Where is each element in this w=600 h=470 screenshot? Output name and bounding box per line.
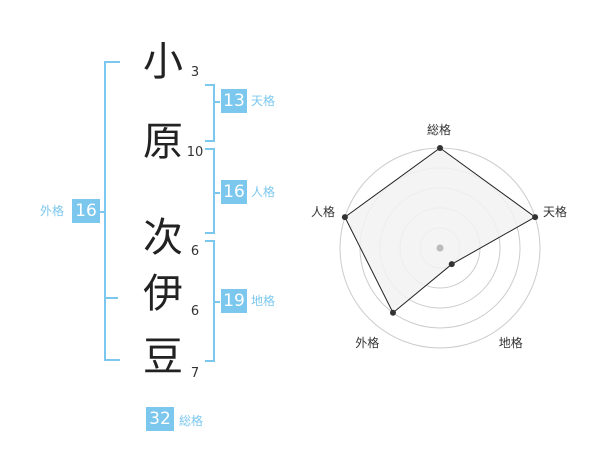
gaikaku-bracket [104,61,120,361]
stroke-count-4: 6 [190,304,200,319]
stroke-count-3: 6 [190,244,200,259]
chikaku-connector [215,301,220,303]
jinkaku-bracket [205,148,215,234]
chikaku-value-badge: 19 [221,289,247,313]
jinkaku-label: 人格 [251,185,276,199]
stroke-count-5: 7 [190,366,200,381]
gaikaku-inner-tick [106,297,118,299]
jinkaku-connector [215,192,220,194]
radar-axis-label: 人格 [310,204,335,219]
name-char-1: 小 [143,39,183,85]
tenkaku-label: 天格 [251,94,276,108]
jinkaku-value-badge: 16 [221,180,247,204]
radar-center-dot [436,244,444,252]
tenkaku-connector [215,101,220,103]
radar-point [341,214,348,221]
name-char-5: 豆 [143,334,183,380]
stroke-count-1: 3 [190,65,200,80]
radar-axis-label: 外格 [355,336,380,351]
gaikaku-label: 外格 [40,204,65,218]
stroke-count-2: 10 [186,145,204,160]
radar-axis-label: 地格 [498,336,523,351]
soukaku-label: 総格 [179,414,204,428]
tenkaku-bracket [205,84,215,142]
gaikaku-value-badge: 16 [72,199,100,223]
radar-axis-label: 総格 [427,123,452,137]
radar-point [448,261,455,268]
radar-point [389,309,396,316]
gaikaku-connector [100,211,104,213]
radar-point [437,145,443,151]
soukaku-value-badge: 32 [146,407,174,431]
radar-value-polygon [344,147,537,314]
radar-point [532,214,539,221]
tenkaku-value-badge: 13 [221,89,247,113]
radar-axis-label: 天格 [543,204,568,219]
chikaku-bracket [205,240,215,362]
chikaku-label: 地格 [251,294,276,308]
name-char-2: 原 [143,119,183,165]
name-char-4: 伊 [143,271,183,317]
name-char-3: 次 [143,215,183,261]
